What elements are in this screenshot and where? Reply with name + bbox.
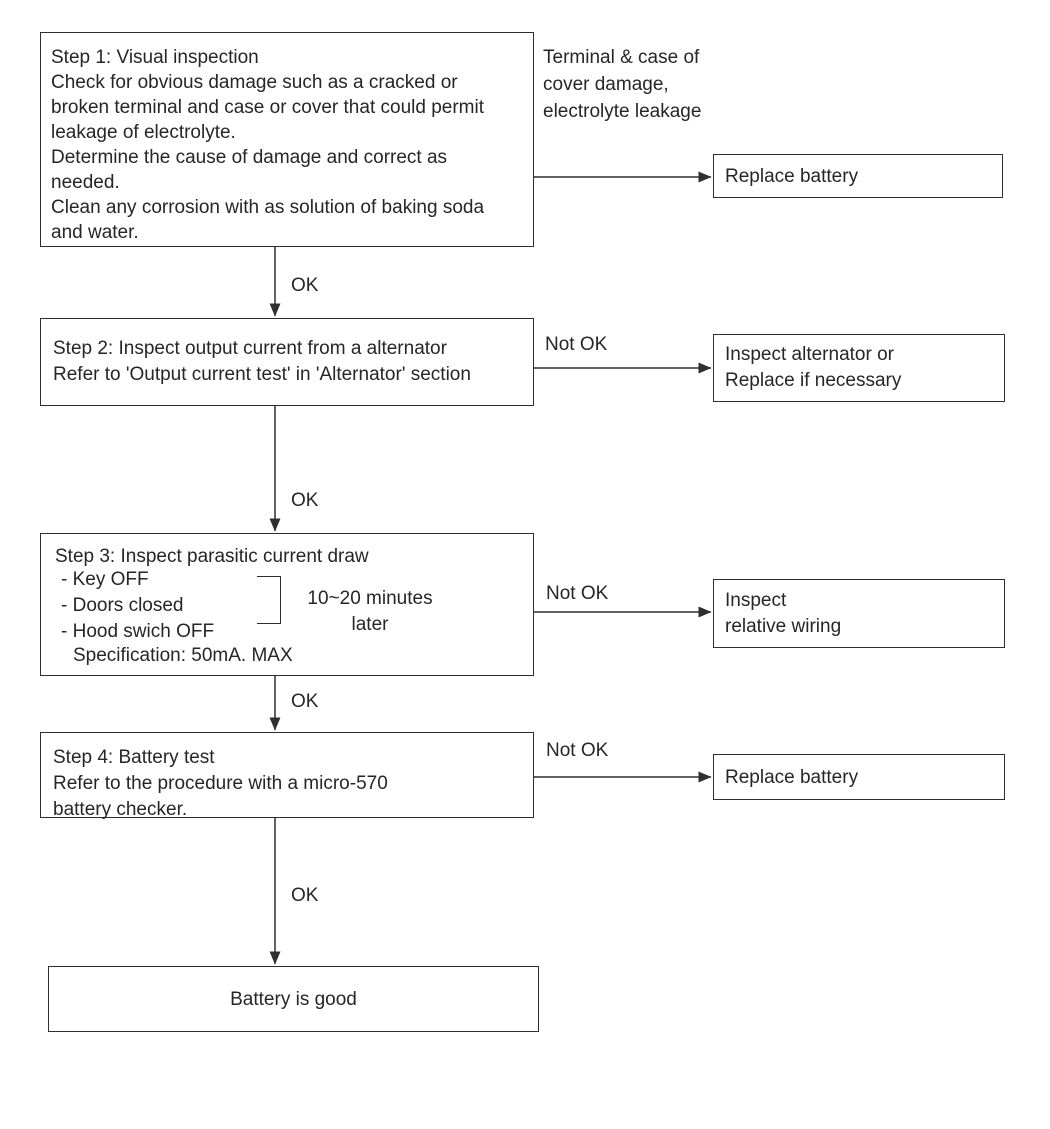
step3-box: Step 3: Inspect parasitic current draw -…	[40, 533, 534, 676]
replace-battery-box-1: Replace battery	[713, 154, 1003, 198]
inspect-alternator-box: Inspect alternator or Replace if necessa…	[713, 334, 1005, 402]
battery-good-box: Battery is good	[48, 966, 539, 1032]
not-ok-label-1: Not OK	[545, 334, 608, 355]
not-ok-label-2: Not OK	[546, 583, 609, 604]
inspect-wiring-box: Inspect relative wiring	[713, 579, 1005, 648]
step2-box: Step 2: Inspect output current from a al…	[40, 318, 534, 406]
step3-title: Step 3: Inspect parasitic current draw	[55, 546, 369, 567]
step3-bracket	[257, 576, 281, 624]
not-ok-label-3: Not OK	[546, 740, 609, 761]
step3-bracket-note: 10~20 minutes later	[307, 588, 433, 635]
ok-label-1: OK	[291, 275, 319, 296]
step1-box: Step 1: Visual inspection Check for obvi…	[40, 32, 534, 247]
step3-spec: Specification: 50mA. MAX	[73, 645, 293, 666]
step1-side-note: Terminal & case of cover damage, electro…	[543, 47, 702, 122]
ok-label-2: OK	[291, 490, 319, 511]
step4-box: Step 4: Battery test Refer to the proced…	[40, 732, 534, 820]
replace-battery-box-2: Replace battery	[713, 754, 1005, 800]
step3-bullets: - Key OFF - Doors closed - Hood swich OF…	[61, 569, 215, 642]
ok-label-4: OK	[291, 885, 319, 906]
ok-label-3: OK	[291, 691, 319, 712]
